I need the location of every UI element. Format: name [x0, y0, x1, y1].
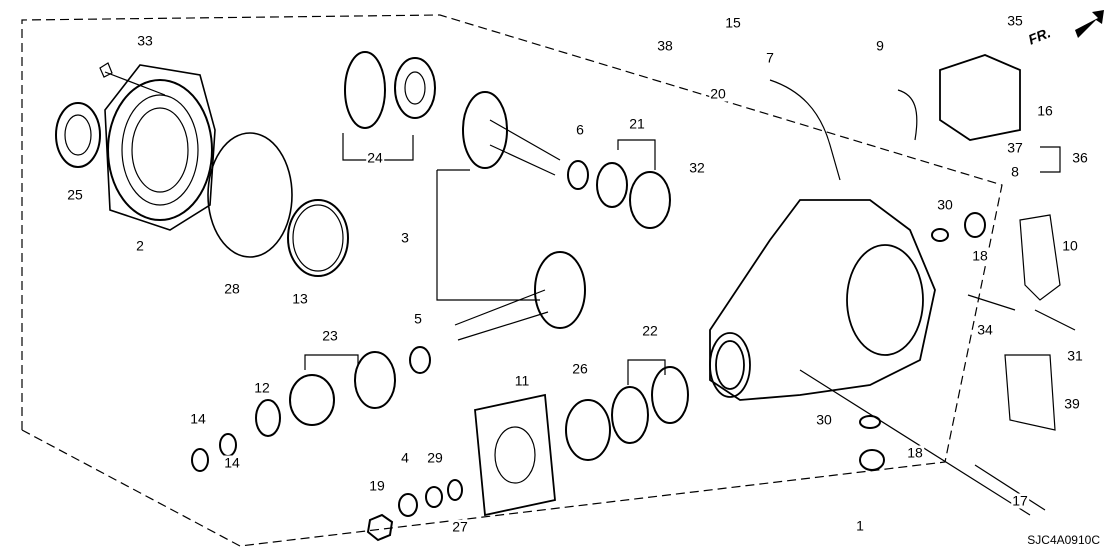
rear-cover-part: [104, 64, 216, 231]
callout-37[interactable]: 37: [1006, 139, 1024, 156]
callout-1[interactable]: 1: [855, 517, 865, 534]
callout-3[interactable]: 3: [400, 229, 410, 246]
callout-16[interactable]: 16: [1036, 102, 1054, 119]
o-ring-part: [207, 132, 293, 258]
callout-5[interactable]: 5: [413, 310, 423, 327]
callout-30-lower[interactable]: 30: [815, 411, 833, 428]
front-arrow-icon: [1075, 10, 1104, 38]
oil-seal-part: [55, 102, 101, 168]
callout-28[interactable]: 28: [223, 280, 241, 297]
callout-14-lower[interactable]: 14: [223, 454, 241, 471]
callout-7[interactable]: 7: [765, 49, 775, 66]
callout-12[interactable]: 12: [253, 379, 271, 396]
callout-18-lower[interactable]: 18: [906, 444, 924, 461]
callout-22[interactable]: 22: [641, 322, 659, 339]
shim-part: [287, 199, 349, 277]
transfer-housing-part: [709, 199, 936, 401]
diagram-code: SJC4A0910C: [1027, 533, 1100, 547]
callout-6[interactable]: 6: [575, 121, 585, 138]
callout-4[interactable]: 4: [400, 449, 410, 466]
callout-26[interactable]: 26: [571, 360, 589, 377]
callout-10[interactable]: 10: [1061, 237, 1079, 254]
callout-23[interactable]: 23: [321, 327, 339, 344]
callout-34[interactable]: 34: [976, 321, 994, 338]
callout-8[interactable]: 8: [1010, 163, 1020, 180]
callout-18-upper[interactable]: 18: [971, 247, 989, 264]
callout-36[interactable]: 36: [1071, 149, 1089, 166]
callout-13[interactable]: 13: [291, 290, 309, 307]
callout-33[interactable]: 33: [136, 32, 154, 49]
callout-29[interactable]: 29: [426, 449, 444, 466]
callout-35[interactable]: 35: [1006, 12, 1024, 29]
callout-25[interactable]: 25: [66, 186, 84, 203]
callout-19[interactable]: 19: [368, 477, 386, 494]
callout-38[interactable]: 38: [656, 37, 674, 54]
callout-20[interactable]: 20: [709, 85, 727, 102]
bearing-24-part: [344, 51, 436, 129]
callout-30-upper[interactable]: 30: [936, 196, 954, 213]
callout-24[interactable]: 24: [366, 149, 384, 166]
callout-32[interactable]: 32: [688, 159, 706, 176]
ring-gear-part: [454, 91, 586, 341]
callout-2[interactable]: 2: [135, 237, 145, 254]
callout-17[interactable]: 17: [1011, 492, 1029, 509]
callout-9[interactable]: 9: [875, 37, 885, 54]
callout-15[interactable]: 15: [724, 14, 742, 31]
callout-21[interactable]: 21: [628, 115, 646, 132]
callout-31[interactable]: 31: [1066, 347, 1084, 364]
bolt-part: [99, 62, 166, 96]
callout-39[interactable]: 39: [1063, 395, 1081, 412]
callout-27[interactable]: 27: [451, 518, 469, 535]
callout-14-upper[interactable]: 14: [189, 410, 207, 427]
callout-11[interactable]: 11: [513, 372, 531, 389]
assembly-boundary: [21, 14, 1003, 547]
